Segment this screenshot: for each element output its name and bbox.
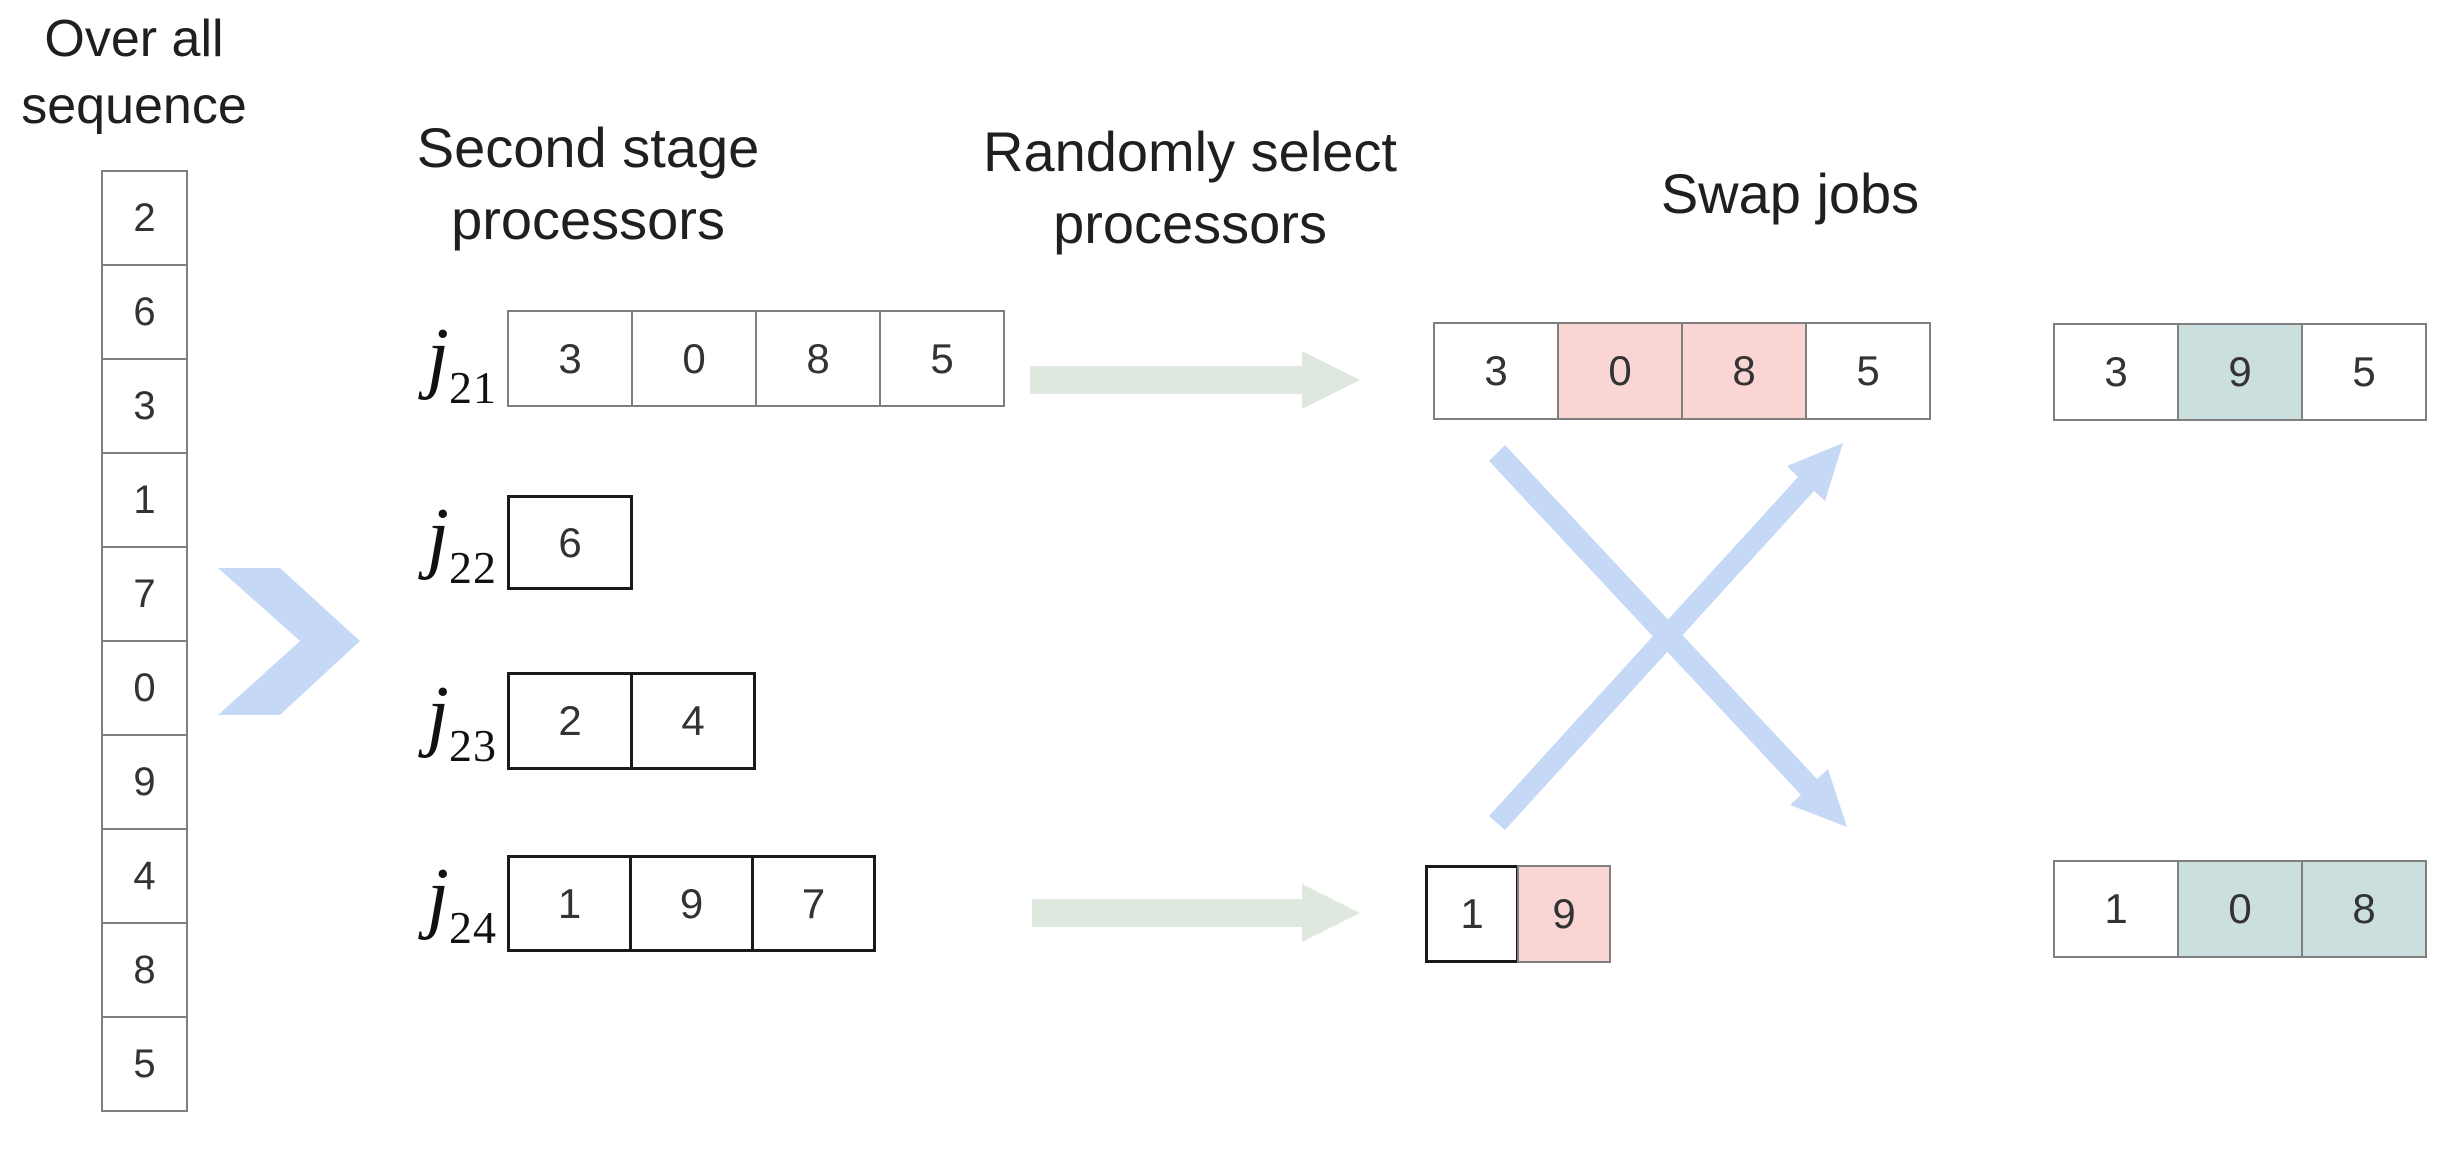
processor-row-j22: 6 xyxy=(507,495,633,590)
job-cell: 1 xyxy=(507,855,632,952)
job-cell: 5 xyxy=(101,1016,188,1112)
job-cell: 8 xyxy=(2301,860,2427,958)
overall-sequence-title-line2: sequence xyxy=(21,76,247,135)
processor-label-j21-sub: 21 xyxy=(449,362,497,413)
second-stage-title: Second stage processors xyxy=(388,112,788,255)
job-cell: 0 xyxy=(2177,860,2303,958)
processor-label-j21: j21 xyxy=(402,312,497,414)
job-cell: 6 xyxy=(507,495,633,590)
randomly-select-title: Randomly select processors xyxy=(970,116,1410,259)
job-cell: 1 xyxy=(2053,860,2179,958)
processor-label-j22: j22 xyxy=(402,492,497,594)
randomly-select-title-line2: processors xyxy=(1053,191,1327,255)
job-cell: 8 xyxy=(101,922,188,1018)
job-cell: 2 xyxy=(101,170,188,266)
job-cell: 4 xyxy=(101,828,188,924)
swap-arrow-up-icon xyxy=(1489,443,1843,830)
job-cell: 9 xyxy=(2177,323,2303,421)
job-cell: 5 xyxy=(2301,323,2427,421)
randomly-select-title-line1: Randomly select xyxy=(983,120,1397,183)
green-arrow-bottom-icon xyxy=(1032,884,1360,942)
processor-label-j21-base: j xyxy=(426,313,449,401)
overall-sequence-title-line1: Over all xyxy=(44,10,224,68)
job-cell: 3 xyxy=(507,310,633,407)
job-cell: 2 xyxy=(507,672,633,770)
green-arrow-top-icon xyxy=(1030,351,1360,409)
job-cell: 8 xyxy=(755,310,881,407)
swap-arrow-down-icon xyxy=(1489,445,1847,827)
job-cell: 1 xyxy=(101,452,188,548)
processor-label-j22-base: j xyxy=(426,493,449,581)
overall-sequence-title: Over all sequence xyxy=(0,6,268,139)
job-cell: 0 xyxy=(1557,322,1683,420)
second-stage-title-line2: processors xyxy=(451,187,725,251)
chevron-right-icon xyxy=(218,568,360,715)
job-cell: 9 xyxy=(101,734,188,830)
job-cell: 0 xyxy=(101,640,188,736)
job-cell: 7 xyxy=(101,546,188,642)
job-cell: 9 xyxy=(629,855,754,952)
job-cell: 4 xyxy=(630,672,756,770)
processor-label-j24-base: j xyxy=(426,853,449,941)
second-stage-title-line1: Second stage xyxy=(416,116,760,179)
job-cell: 0 xyxy=(631,310,757,407)
processor-label-j24: j24 xyxy=(402,852,497,954)
job-cell: 5 xyxy=(879,310,1005,407)
job-cell: 9 xyxy=(1517,865,1611,963)
processor-label-j23-base: j xyxy=(426,671,449,759)
job-cell: 8 xyxy=(1681,322,1807,420)
job-cell: 7 xyxy=(751,855,876,952)
job-cell: 3 xyxy=(101,358,188,454)
job-cell: 6 xyxy=(101,264,188,360)
processor-label-j23-sub: 23 xyxy=(449,720,497,771)
job-cell: 3 xyxy=(1433,322,1559,420)
processor-label-j22-sub: 22 xyxy=(449,542,497,593)
processor-label-j24-sub: 24 xyxy=(449,902,497,953)
processor-label-j23: j23 xyxy=(402,670,497,772)
swap-jobs-title: Swap jobs xyxy=(1660,162,1920,225)
job-cell: 5 xyxy=(1805,322,1931,420)
job-cell: 1 xyxy=(1425,865,1519,963)
job-cell: 3 xyxy=(2053,323,2179,421)
